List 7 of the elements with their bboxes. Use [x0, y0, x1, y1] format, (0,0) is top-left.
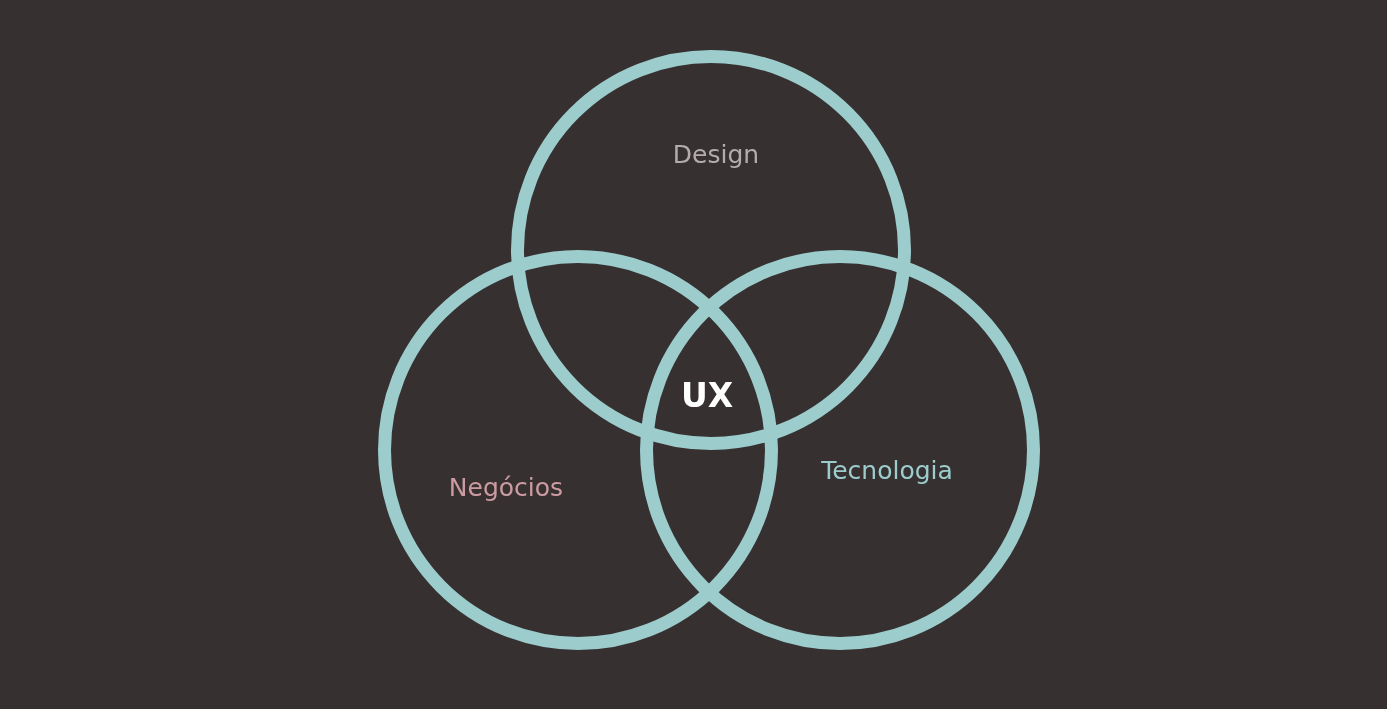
- set-label: Negócios: [448, 473, 564, 503]
- venn-circle: [640, 250, 1040, 650]
- venn-circle: [511, 50, 911, 450]
- set-label: Design: [672, 140, 760, 170]
- center-label: UX: [680, 376, 734, 416]
- venn-circle: [378, 250, 778, 650]
- set-label: Tecnologia: [821, 456, 953, 486]
